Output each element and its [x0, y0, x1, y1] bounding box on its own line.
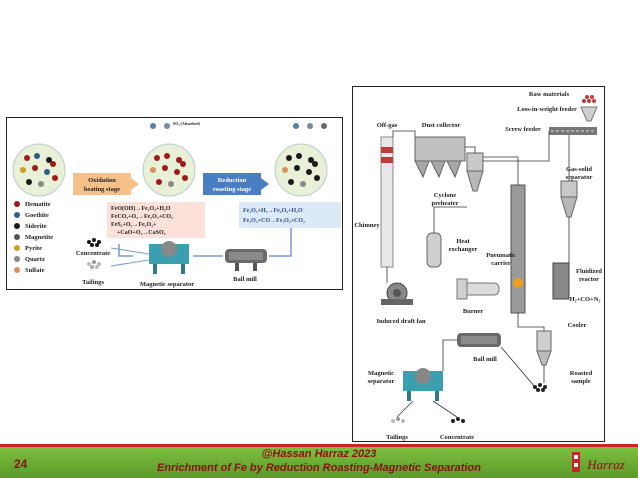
loss-feeder-label: Loss-in-weight feeder [517, 106, 577, 113]
roasting-diagram-svg: SO₂ (Absorbed) Oxidation heating stage R… [12, 121, 341, 288]
magnetic-separator-icon-right [403, 368, 443, 401]
legend-label: Quartz [25, 256, 45, 263]
chimney-label: Chimney [354, 222, 380, 229]
cyclone-preheater-icon [466, 152, 484, 192]
induced-draft-fan-label: Induced draft fan [376, 318, 426, 325]
off-gas-label: Off-gas [377, 122, 398, 129]
tailings-label: Tailings [82, 279, 104, 286]
concentrate-label: Concentrate [76, 250, 110, 257]
ball-mill-icon [225, 249, 267, 271]
legend-swatch [14, 256, 20, 262]
oxidation-reaction-2: FeCO₃+O₂→Fe₂O₃+CO₂ [111, 214, 173, 220]
footer-bar [0, 447, 638, 478]
concentrate-icon-right [451, 417, 465, 423]
oxidation-reactions-box [107, 202, 205, 238]
burner-label: Burner [463, 308, 483, 315]
cyclone-preheater-label-2: preheater [432, 200, 459, 207]
gas-solid-label-1: Gas-solid [566, 166, 592, 173]
pneumatic-carrier-icon [510, 184, 526, 314]
heat-exchanger-icon [426, 232, 442, 268]
cyclone-preheater-label-1: Cyclone [434, 192, 457, 199]
cooler-icon [536, 330, 552, 352]
mineral-legend: HematiteGoethiteSideriteMagnetitePyriteQ… [14, 201, 53, 274]
legend-swatch [14, 234, 20, 240]
author-credit: @Hassan Harraz 2023 [261, 448, 377, 460]
magnetic-separator-label: Magnetic separator [140, 281, 194, 288]
raw-materials-label: Raw materials [529, 91, 570, 98]
legend-label: Pyrite [25, 245, 42, 252]
oxidation-stage-label-1: Oxidation [88, 177, 116, 184]
heat-exchanger-label-1: Heat [456, 238, 470, 245]
burner-icon [456, 278, 500, 300]
roasting-process-diagram: SO₂ (Absorbed) Oxidation heating stage R… [6, 117, 343, 290]
reduction-stage-label-2: roasting stage [213, 186, 251, 193]
oxidation-stage-label-2: heating stage [84, 186, 120, 193]
roasted-sample-label-1: Roasted [570, 370, 593, 377]
chimney-icon [380, 136, 394, 268]
pneumatic-carrier-label-2: carrier [491, 260, 511, 267]
raw-materials-icon [582, 95, 596, 103]
oxidation-reaction-3: FeS₂+O₂→Fe₂O₃+ [111, 222, 157, 228]
slide-title: Enrichment of Fe by Reduction Roasting-M… [157, 462, 481, 474]
tailings-icon-right [391, 417, 405, 423]
tailings-pile-icon [87, 260, 101, 269]
heat-exchanger-label-2: exchanger [449, 246, 478, 253]
oxidation-reaction-1: FeO(OH)→Fe₂O₃+H₂O [111, 205, 171, 212]
ball-mill-icon-right [457, 333, 501, 347]
reduction-reactions-box [239, 202, 341, 228]
burner-flame-icon [513, 278, 523, 288]
magnetic-separator-label-right-1: Magnetic [368, 370, 394, 377]
fluidized-reactor-icon [552, 262, 570, 300]
logo-text: Harraz [586, 457, 625, 472]
gas-inlet-label: H₂+CO+N₂ [570, 296, 601, 303]
flow-lines [386, 130, 570, 418]
magnetic-separator-icon [149, 241, 189, 274]
legend-label: Sulfate [25, 267, 45, 274]
legend-swatch [14, 223, 20, 229]
roasted-sample-icon [533, 383, 547, 392]
legend-swatch [14, 212, 20, 218]
pneumatic-carrier-label-1: Pneumatic [486, 252, 516, 259]
ball-mill-label: Ball mill [233, 276, 257, 283]
legend-swatch [14, 267, 20, 273]
gas-solid-label-2: separator [566, 174, 593, 181]
legend-label: Magnetite [25, 234, 53, 241]
roasted-sample-label-2: sample [571, 378, 591, 385]
oxidized-particle [142, 143, 196, 197]
footer-rule [0, 444, 638, 447]
gas-solid-separator-icon [560, 180, 578, 218]
reduction-reaction-2: Fe₂O₃+CO→Fe₃O₄+CO₂ [243, 218, 305, 224]
magnetic-separator-label-right-2: separator [368, 378, 395, 385]
reduction-stage-label-1: Reduction [218, 177, 247, 184]
legend-label: Goethite [25, 212, 49, 219]
gas-release-icons [150, 123, 327, 129]
so2-absorbed-label: SO₂ (Absorbed) [173, 121, 201, 126]
concentrate-label-right: Concentrate [440, 434, 474, 441]
harraz-logo: Harraz [572, 449, 632, 476]
induced-draft-fan-icon [381, 282, 413, 305]
reduction-stage-box [203, 173, 261, 195]
ball-mill-label-right: Ball mill [473, 356, 497, 363]
reduction-reaction-1: Fe₂O₃+H₂→Fe₃O₄+H₂O [243, 208, 303, 214]
concentrate-pile-icon [87, 238, 101, 247]
fluidized-roasting-flowsheet: Raw materials Loss-in-weight feeder Scre… [352, 86, 605, 442]
raw-particle [12, 143, 66, 197]
dust-collector-label: Dust collector [422, 122, 461, 129]
legend-swatch [14, 245, 20, 251]
fluidized-reactor-label-1: Fluidized [576, 268, 602, 275]
tailings-label-right: Tailings [386, 434, 408, 441]
oxidation-stage-box [73, 173, 131, 195]
cooler-label: Cooler [568, 322, 587, 329]
flowsheet-svg: Raw materials Loss-in-weight feeder Scre… [354, 91, 602, 441]
fluidized-reactor-label-2: reactor [579, 276, 599, 283]
feeder-hopper-icon [580, 106, 598, 122]
reduced-particle [274, 143, 328, 197]
legend-label: Hematite [25, 201, 51, 208]
legend-swatch [14, 201, 20, 207]
oxidation-reaction-4: +CaO+O₂→CaSO₄ [117, 230, 166, 236]
screw-feeder-label: Screw feeder [505, 126, 541, 133]
page-number: 24 [14, 457, 28, 471]
legend-label: Siderite [25, 223, 47, 230]
dust-collector-icon [414, 136, 466, 179]
